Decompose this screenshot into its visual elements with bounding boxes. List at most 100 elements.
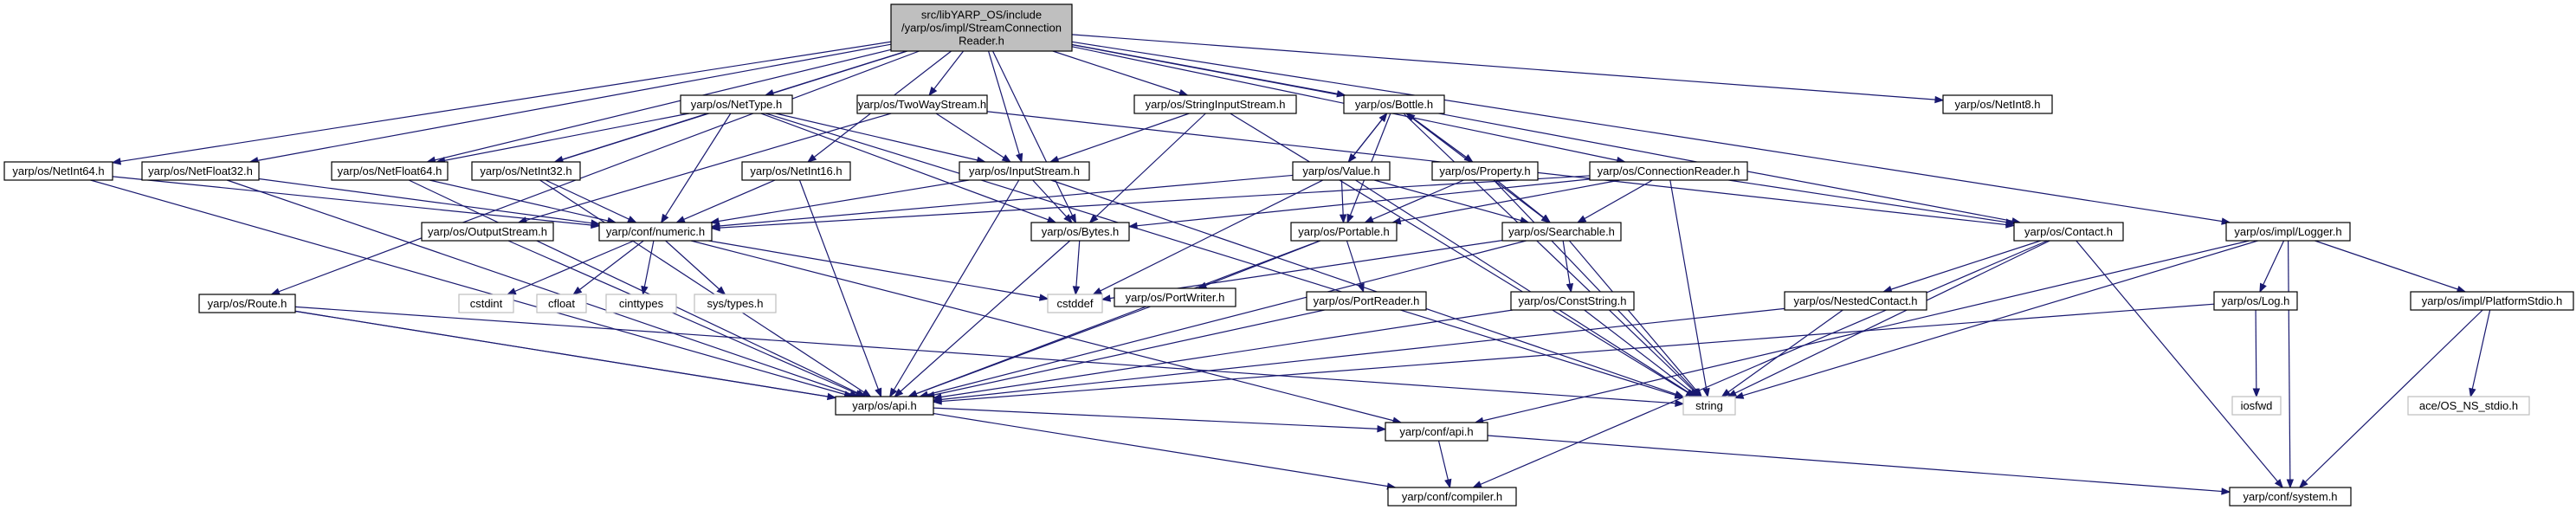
node-numeric[interactable]: yarp/conf/numeric.h <box>598 222 713 242</box>
node-root[interactable]: src/libYARP_OS/include/yarp/os/impl/Stre… <box>890 3 1073 52</box>
node-TwoWayStream[interactable]: yarp/os/TwoWayStream.h <box>856 94 988 114</box>
node-cinttypes[interactable]: cinttypes <box>605 294 677 313</box>
arrowhead-numeric-to-cstdint <box>506 287 517 295</box>
node-Portable[interactable]: yarp/os/Portable.h <box>1290 222 1398 242</box>
node-box-cinttypes <box>605 294 677 313</box>
edge-root-to-NetFloat32 <box>249 43 892 163</box>
node-Log[interactable]: yarp/os/Log.h <box>2213 291 2298 311</box>
edge-Logger-to-confapi <box>1475 240 2250 423</box>
edge-Value-to-Bottle <box>1347 113 1388 163</box>
node-Contact[interactable]: yarp/os/Contact.h <box>2013 222 2124 242</box>
node-system[interactable]: yarp/conf/system.h <box>2229 487 2352 507</box>
node-NetInt16[interactable]: yarp/os/NetInt16.h <box>741 161 851 181</box>
edge-NetInt32-to-numeric <box>545 179 636 223</box>
node-api[interactable]: yarp/os/api.h <box>835 396 934 416</box>
node-StringInputStream[interactable]: yarp/os/StringInputStream.h <box>1133 94 1297 114</box>
node-Bytes[interactable]: yarp/os/Bytes.h <box>1030 222 1130 242</box>
arrowhead-numeric-to-cinttypes <box>641 285 649 296</box>
node-iosfwd[interactable]: iosfwd <box>2231 396 2282 416</box>
edge-root-to-Bytes <box>992 50 1076 223</box>
edge-Portable-to-api <box>908 240 1320 397</box>
arrowhead-root-to-Bytes <box>1068 213 1077 224</box>
node-OutputStream[interactable]: yarp/os/OutputStream.h <box>421 222 554 242</box>
node-NetInt64[interactable]: yarp/os/NetInt64.h <box>3 161 113 181</box>
node-box-compiler <box>1387 487 1517 507</box>
node-label-PlatformStdio-0: yarp/os/impl/PlatformStdio.h <box>2422 294 2563 307</box>
node-box-Bytes <box>1030 222 1130 242</box>
node-ConstString[interactable]: yarp/os/ConstString.h <box>1510 291 1635 311</box>
node-NestedContact[interactable]: yarp/os/NestedContact.h <box>1784 291 1927 311</box>
node-InputStream[interactable]: yarp/os/InputStream.h <box>959 161 1090 181</box>
edge-Contact-to-NestedContact <box>1883 240 2041 293</box>
node-box-Searchable <box>1501 222 1622 242</box>
node-box-system <box>2229 487 2352 507</box>
node-Property[interactable]: yarp/os/Property.h <box>1431 161 1539 181</box>
node-Route[interactable]: yarp/os/Route.h <box>198 294 296 313</box>
edge-NetFloat64-to-numeric <box>429 179 617 223</box>
arrowhead-ConnectionReader-to-Searchable <box>1576 215 1587 223</box>
node-box-numeric <box>598 222 713 242</box>
arrowhead-Value-to-Bottle <box>1378 112 1388 123</box>
edge-Value-to-numeric <box>711 174 1294 228</box>
node-NetFloat32[interactable]: yarp/os/NetFloat32.h <box>141 161 260 181</box>
edge-NetFloat32-to-numeric <box>258 178 600 225</box>
arrowhead-Bottle-to-Portable <box>1346 213 1354 224</box>
node-cfloat[interactable]: cfloat <box>536 294 587 313</box>
node-NetInt32[interactable]: yarp/os/NetInt32.h <box>471 161 581 181</box>
edge-InputStream-to-string <box>1050 179 1684 397</box>
edge-Logger-to-string <box>1734 240 2258 399</box>
node-Bottle[interactable]: yarp/os/Bottle.h <box>1343 94 1445 114</box>
node-confapi[interactable]: yarp/conf/api.h <box>1385 422 1488 442</box>
node-label-Searchable-0: yarp/os/Searchable.h <box>1508 225 1615 238</box>
arrowhead-Contact-to-system <box>2274 478 2284 489</box>
node-ConnectionReader[interactable]: yarp/os/ConnectionReader.h <box>1589 161 1748 181</box>
edge-numeric-to-confapi <box>690 240 1402 423</box>
arrowhead-confapi-to-system <box>2221 487 2231 495</box>
node-Logger[interactable]: yarp/os/impl/Logger.h <box>2225 222 2351 242</box>
node-NetType[interactable]: yarp/os/NetType.h <box>680 94 793 114</box>
edge-Bottle-to-string <box>1403 113 1701 397</box>
arrowhead-ConstString-to-string <box>1688 388 1699 397</box>
edge-Searchable-to-ConstString <box>1562 240 1572 293</box>
node-box-NetInt8 <box>1942 94 2053 114</box>
edge-OutputStream-to-api <box>507 240 864 397</box>
edge-NetInt16-to-numeric <box>676 179 776 223</box>
edge-TwoWayStream-to-InputStream <box>935 113 1011 163</box>
node-label-PortReader-0: yarp/os/PortReader.h <box>1314 294 1420 307</box>
node-label-NetInt16-0: yarp/os/NetInt16.h <box>750 165 842 178</box>
edge-Bytes-to-cstddef <box>1075 240 1081 295</box>
arrowhead-Searchable-to-string <box>1693 388 1702 398</box>
arrowhead-root-to-TwoWayStream <box>928 86 938 97</box>
arrowhead-Log-to-iosfwd <box>2252 388 2261 398</box>
node-cstddef[interactable]: cstddef <box>1047 294 1103 313</box>
node-cstdint[interactable]: cstdint <box>458 294 514 313</box>
node-label-Property-0: yarp/os/Property.h <box>1439 165 1530 178</box>
node-PortWriter[interactable]: yarp/os/PortWriter.h <box>1114 287 1236 307</box>
edge-root-to-NetInt8 <box>1071 34 1944 101</box>
node-label-ConstString-0: yarp/os/ConstString.h <box>1518 294 1626 307</box>
arrowhead-InputStream-to-api <box>889 387 898 398</box>
node-box-Bottle <box>1343 94 1445 114</box>
node-Value[interactable]: yarp/os/Value.h <box>1292 161 1391 181</box>
edge-ConnectionReader-to-Portable <box>1392 179 1620 223</box>
node-label-Log-0: yarp/os/Log.h <box>2222 294 2290 307</box>
node-NetFloat64[interactable]: yarp/os/NetFloat64.h <box>331 161 449 181</box>
edge-Property-to-Searchable <box>1495 179 1551 223</box>
node-Searchable[interactable]: yarp/os/Searchable.h <box>1501 222 1622 242</box>
node-PortReader[interactable]: yarp/os/PortReader.h <box>1306 291 1427 311</box>
node-systypes[interactable]: sys/types.h <box>694 294 777 313</box>
node-NetInt8[interactable]: yarp/os/NetInt8.h <box>1942 94 2053 114</box>
node-box-Value <box>1292 161 1391 181</box>
node-label-confapi-0: yarp/conf/api.h <box>1399 425 1473 438</box>
node-box-PortWriter <box>1114 287 1236 307</box>
arrowhead-Property-to-Portable <box>1364 216 1374 223</box>
node-compiler[interactable]: yarp/conf/compiler.h <box>1387 487 1517 507</box>
arrowhead-root-to-NetInt16 <box>806 153 817 163</box>
edge-NetType-to-InputStream <box>775 113 985 163</box>
node-PlatformStdio[interactable]: yarp/os/impl/PlatformStdio.h <box>2410 291 2574 311</box>
arrowhead-InputStream-to-string <box>1674 391 1685 398</box>
node-ace_stdio[interactable]: ace/OS_NS_stdio.h <box>2407 396 2530 416</box>
edge-root-to-StringInputStream <box>1052 50 1188 96</box>
node-string[interactable]: string <box>1682 396 1736 416</box>
